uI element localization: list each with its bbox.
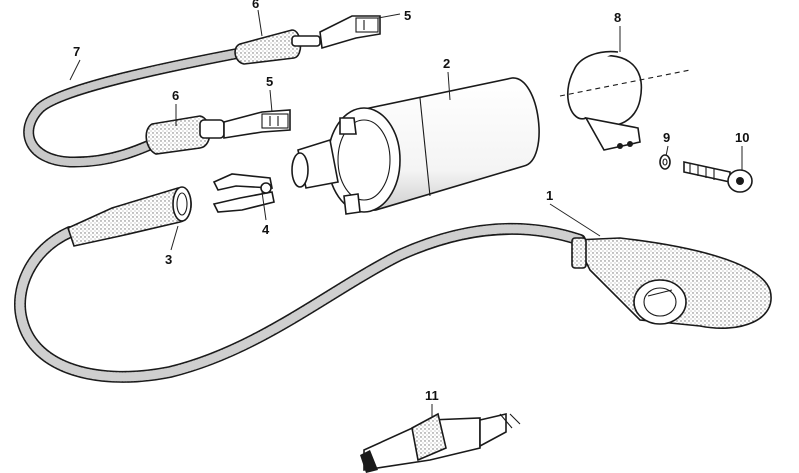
washer bbox=[659, 154, 671, 170]
callout-11: 11 bbox=[425, 388, 439, 403]
screw bbox=[683, 161, 753, 193]
high-tension-lead bbox=[14, 222, 586, 383]
callout-10: 10 bbox=[735, 130, 749, 145]
spring-clip bbox=[212, 173, 275, 213]
mounting-bracket bbox=[559, 50, 691, 151]
callout-4: 4 bbox=[262, 222, 270, 237]
coil-boot bbox=[67, 186, 192, 247]
leader-lines bbox=[69, 9, 743, 418]
callout-8: 8 bbox=[614, 10, 621, 25]
distributor-connector bbox=[571, 237, 772, 330]
callout-1: 1 bbox=[546, 188, 553, 203]
callout-5-upper: 5 bbox=[404, 8, 411, 23]
spade-terminal-lower bbox=[223, 109, 291, 139]
spark-plug bbox=[360, 412, 521, 473]
callout-9: 9 bbox=[663, 130, 670, 145]
spade-terminal-upper bbox=[319, 15, 381, 50]
ignition-coil bbox=[291, 77, 540, 215]
callout-2: 2 bbox=[443, 56, 450, 71]
insulating-sleeve-lower bbox=[145, 115, 225, 155]
callout-6-lower: 6 bbox=[172, 88, 179, 103]
callout-5-lower: 5 bbox=[266, 74, 273, 89]
callout-3: 3 bbox=[165, 252, 172, 267]
callout-7: 7 bbox=[73, 44, 80, 59]
callout-6-upper: 6 bbox=[252, 0, 259, 11]
insulating-sleeve-upper bbox=[234, 29, 321, 65]
ignition-lead bbox=[23, 46, 251, 168]
